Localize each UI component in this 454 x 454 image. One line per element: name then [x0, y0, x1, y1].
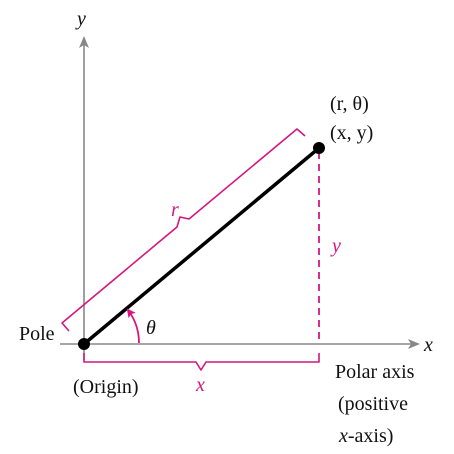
y-label: y: [330, 235, 341, 257]
polar-point: [313, 142, 325, 154]
polar-axis-xaxis-label: x-axis): [338, 425, 393, 447]
polar-axis-paren-label: (positive: [338, 393, 408, 415]
y-axis-label: y: [75, 8, 86, 30]
theta-label: θ: [146, 317, 156, 339]
pole-point: [78, 338, 90, 350]
point-polar-label: (r, θ): [330, 93, 369, 115]
x-label: x: [195, 374, 205, 396]
polar-axis-label: Polar axis: [335, 361, 415, 383]
r-segment: [82, 146, 321, 346]
origin-label: (Origin): [73, 376, 139, 398]
x-axis-label: x: [423, 334, 433, 356]
pole-label: Pole: [19, 323, 55, 345]
point-rect-label: (x, y): [330, 122, 373, 144]
x-brace: [83, 353, 320, 371]
theta-arc: [126, 308, 140, 344]
r-label: r: [171, 199, 179, 221]
r-brace: [61, 128, 306, 332]
